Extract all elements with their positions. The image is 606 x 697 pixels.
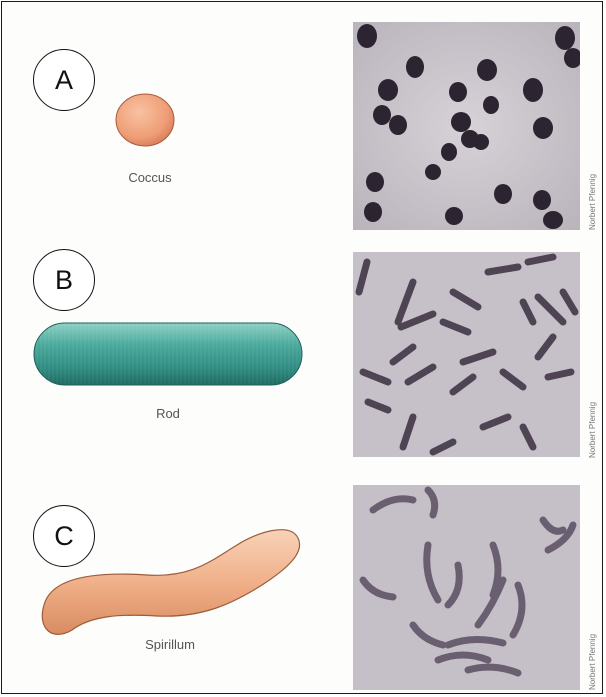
rod-credit: Norbert Pfennig xyxy=(588,402,597,458)
rod-caption: Rod xyxy=(128,406,208,421)
coccus-illustration xyxy=(110,92,180,172)
rod-illustration xyxy=(32,320,304,390)
spirillum-illustration xyxy=(32,520,312,650)
spirillum-caption: Spirillum xyxy=(125,637,215,652)
coccus-micrograph-cells xyxy=(353,22,580,230)
coccus-micrograph xyxy=(353,22,580,230)
rod-micrograph xyxy=(353,252,580,457)
panel-a-label: A xyxy=(33,49,95,111)
rod-micrograph-cells xyxy=(353,252,580,457)
coccus-caption: Coccus xyxy=(110,170,190,185)
spirillum-micrograph-cells xyxy=(353,485,580,690)
coccus-credit: Norbert Pfennig xyxy=(588,174,597,230)
panel-b-letter: B xyxy=(55,265,73,296)
panel-b-label: B xyxy=(33,249,95,311)
panel-a-letter: A xyxy=(55,65,73,96)
spirillum-micrograph xyxy=(353,485,580,690)
spirillum-credit: Norbert Pfennig xyxy=(588,634,597,690)
